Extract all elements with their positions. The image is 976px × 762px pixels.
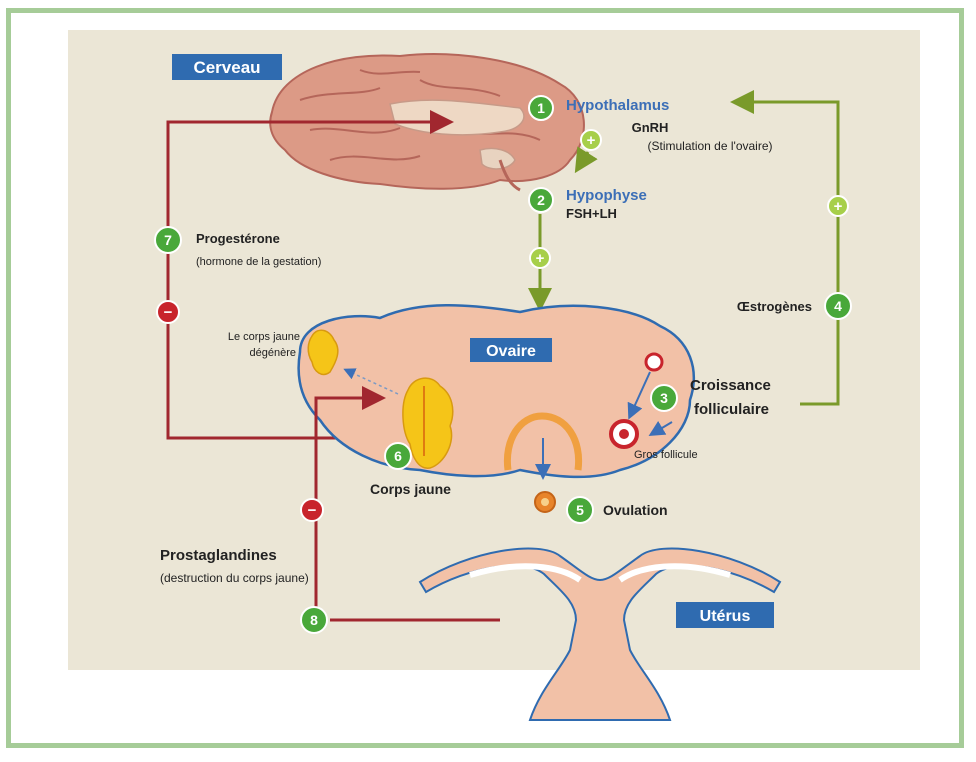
gnrh-label: GnRH <box>632 120 669 135</box>
gnrh-plus-sign: + <box>587 132 596 149</box>
small-follicle-icon <box>646 354 662 370</box>
progesterone-label: Progestérone <box>196 231 280 246</box>
uterus-label: Utérus <box>700 608 751 625</box>
step-8-number: 8 <box>310 612 318 628</box>
progesterone-minus-sign: − <box>164 304 173 321</box>
fsh-lh-label: FSH+LH <box>566 206 617 221</box>
fsh-plus-sign: + <box>536 250 545 267</box>
step-7-number: 7 <box>164 232 172 248</box>
croissance-label: Croissance <box>690 377 771 394</box>
gestation-label: (hormone de la gestation) <box>196 256 321 268</box>
hypothalamus-label: Hypothalamus <box>566 97 669 114</box>
step-3-number: 3 <box>660 390 668 406</box>
step-1-number: 1 <box>537 100 545 116</box>
oestrogen-plus-sign: + <box>834 198 843 215</box>
corps-jaune-label: Corps jaune <box>370 481 451 497</box>
step-6-number: 6 <box>394 448 402 464</box>
oestrogenes-label: Œstrogènes <box>737 299 812 314</box>
step-2-number: 2 <box>537 192 545 208</box>
folliculaire-label: folliculaire <box>694 401 769 418</box>
step-5-number: 5 <box>576 502 584 518</box>
prostaglandin-minus-sign: − <box>308 502 317 519</box>
gros-follicule-label: Gros follicule <box>634 449 698 461</box>
corps-jaune-degenere-label-1: Le corps jaune <box>228 331 300 343</box>
hypophyse-label: Hypophyse <box>566 187 647 204</box>
cerveau-label: Cerveau <box>193 58 260 77</box>
ovulation-label: Ovulation <box>603 502 668 518</box>
destruction-label: (destruction du corps jaune) <box>160 571 309 585</box>
prostaglandines-label: Prostaglandines <box>160 547 277 564</box>
corps-jaune-degenere-label-2: dégénère <box>250 347 297 359</box>
stimulation-label: (Stimulation de l'ovaire) <box>647 139 772 153</box>
step-4-number: 4 <box>834 298 842 314</box>
ovaire-label: Ovaire <box>486 343 536 360</box>
